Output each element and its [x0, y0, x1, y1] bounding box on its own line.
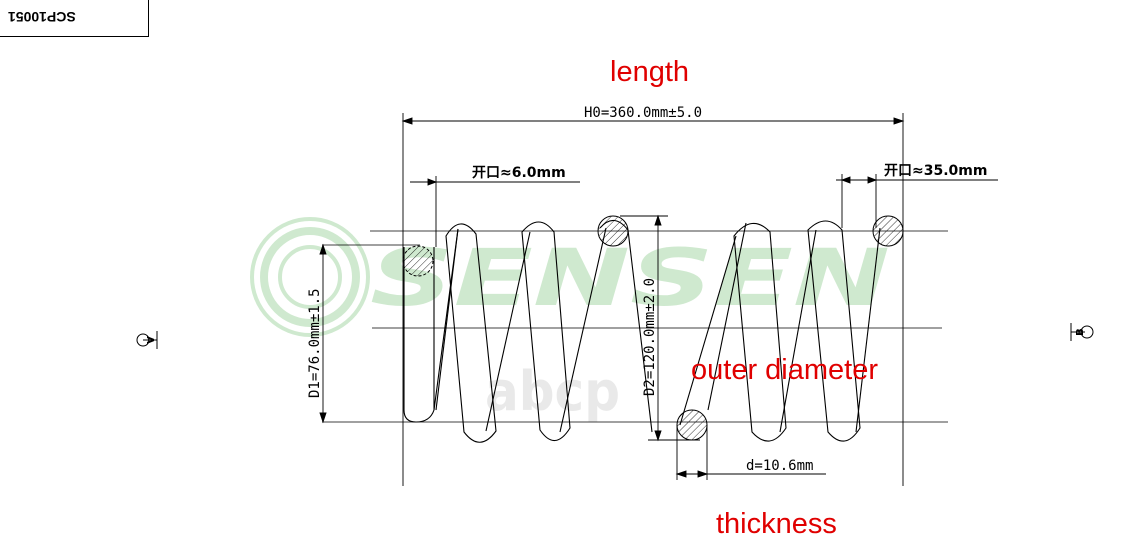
- marker-a-label: A: [144, 336, 155, 344]
- gap-right-dimension: 开口≈35.0mm: [884, 163, 987, 179]
- thickness-label: thickness: [716, 508, 837, 540]
- wire-diameter-dimension: d=10.6mm: [746, 458, 813, 474]
- outer-diameter-label: outer diameter: [691, 354, 878, 386]
- gap-left-dimension: 开口≈6.0mm: [472, 165, 566, 181]
- watermark-site: abcp: [485, 360, 620, 423]
- marker-b: B: [1070, 323, 1094, 341]
- watermark-logo: SENSEN abcp: [250, 217, 890, 423]
- marker-b-label: B: [1075, 328, 1086, 336]
- marker-a: A: [136, 331, 158, 349]
- inner-diameter-dimension: D1=76.0mm±1.5: [307, 288, 323, 398]
- length-label: length: [610, 56, 690, 88]
- part-number-box: SCP10051: [0, 0, 149, 37]
- wire-sections: [402, 215, 904, 441]
- reference-lines: [322, 230, 948, 423]
- free-length-dimension: H0=360.0mm±5.0: [584, 105, 702, 121]
- outer-diameter-dimension: D2=120.0mm±2.0: [642, 278, 658, 396]
- dimension-lines: [319, 113, 998, 486]
